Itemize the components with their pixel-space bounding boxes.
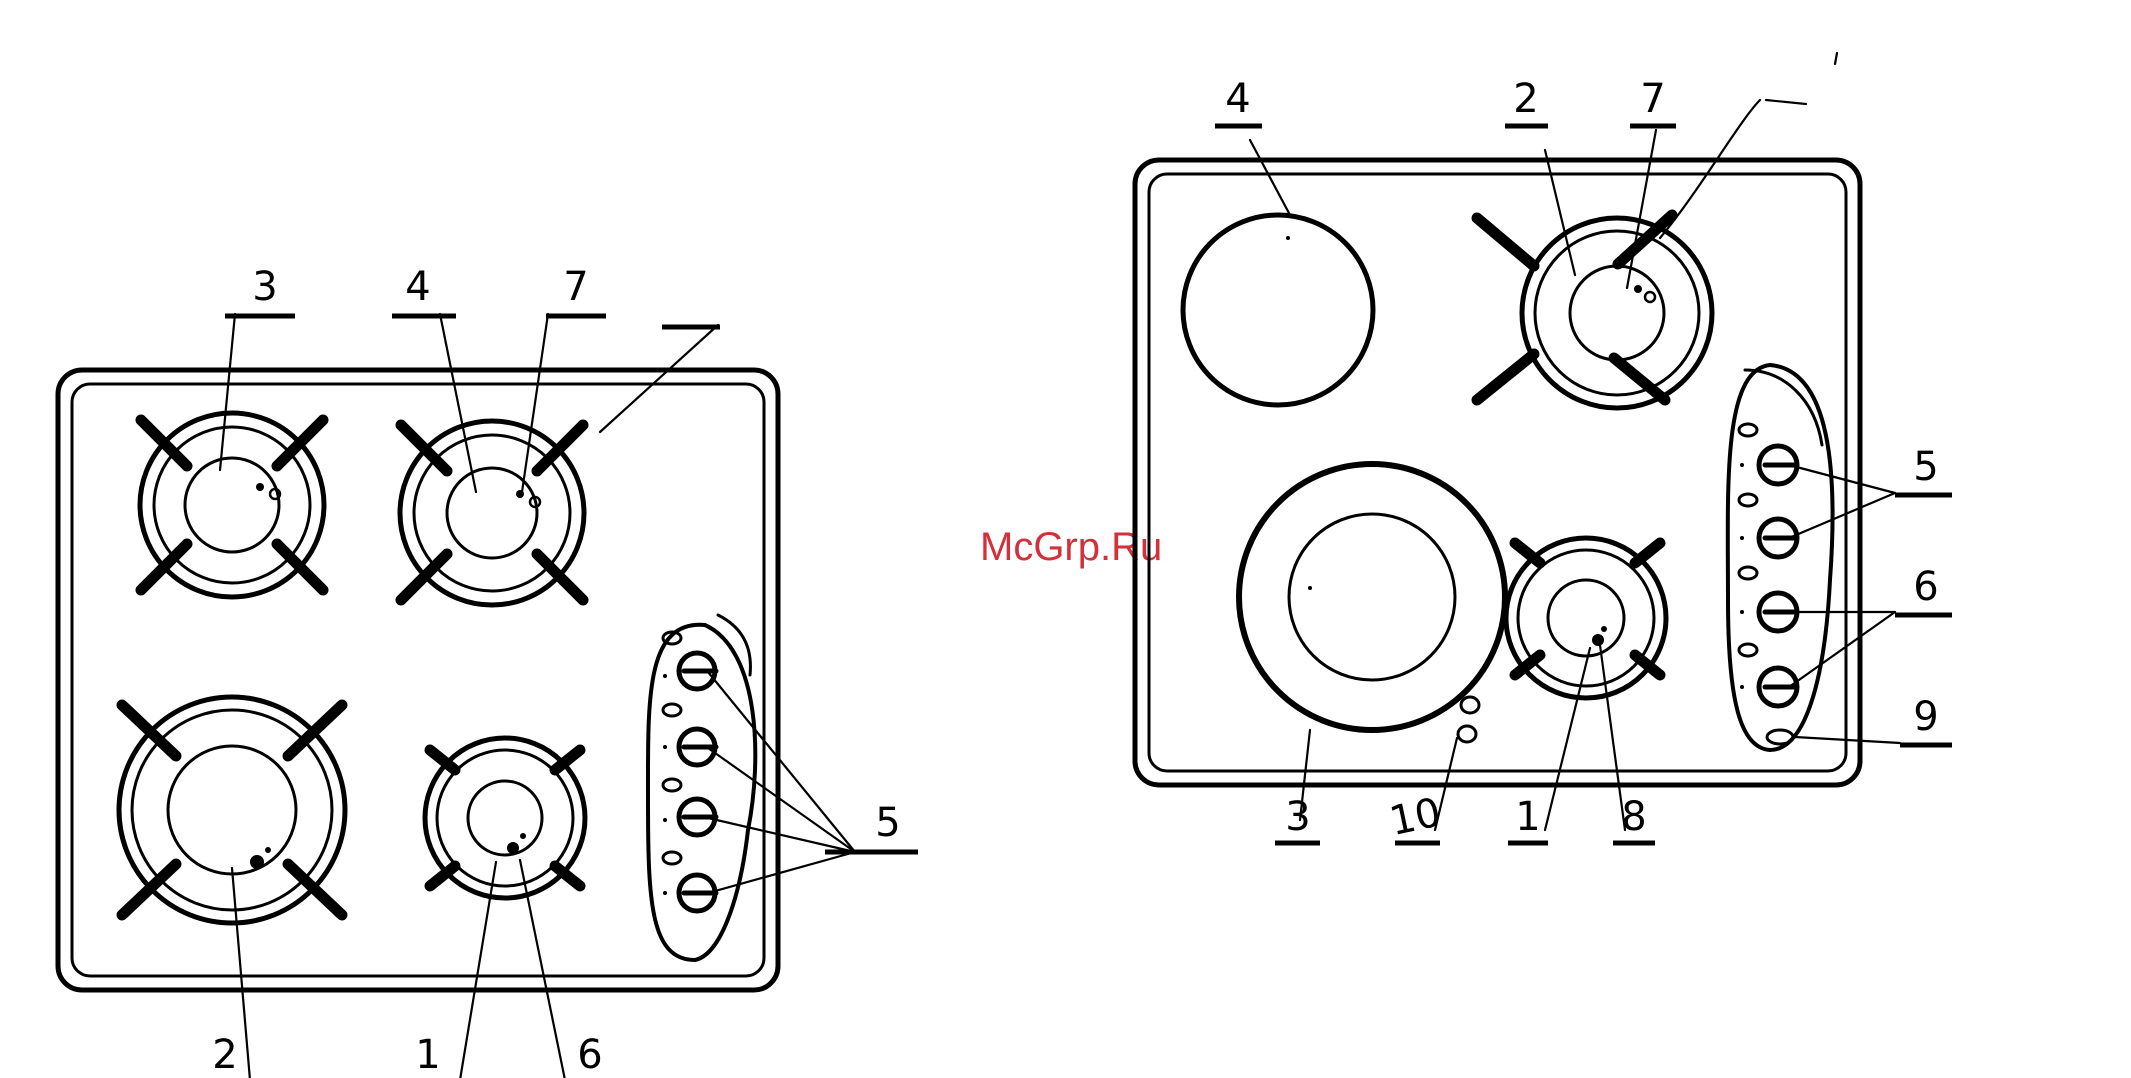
left-burner-bottom-left xyxy=(119,697,345,923)
left-burner-top-right xyxy=(400,421,584,605)
left-control-panel xyxy=(648,615,755,960)
left-knob-2[interactable] xyxy=(663,704,716,765)
right-hob-outer-frame xyxy=(1135,160,1860,785)
right-thermocouple-top xyxy=(1634,285,1642,293)
right-hob-inner-frame xyxy=(1149,174,1846,771)
left-igniter-bottom-right xyxy=(520,833,526,839)
callout-right-10: 10 xyxy=(1386,789,1445,845)
left-knob-1[interactable] xyxy=(663,632,716,689)
left-hob-inner-frame xyxy=(72,384,764,976)
left-callouts: 3 4 7 5 2 1 6 xyxy=(198,264,918,1078)
callout-right-8: 8 xyxy=(1621,794,1646,840)
right-igniter-bottom xyxy=(1601,626,1607,632)
left-thermocouple-bottom-left xyxy=(250,855,264,869)
callout-left-5: 5 xyxy=(875,800,900,846)
left-hob: 3 4 7 5 2 1 6 xyxy=(58,264,918,1078)
callout-right-9: 9 xyxy=(1913,694,1938,740)
left-thermocouple-bottom-right xyxy=(507,842,519,854)
left-burner-top-left xyxy=(140,413,324,597)
right-burner-top xyxy=(1477,215,1712,408)
callout-right-4: 4 xyxy=(1225,76,1250,122)
callout-right-5: 5 xyxy=(1913,444,1938,490)
callout-right-6: 6 xyxy=(1913,564,1938,610)
callout-right-2: 2 xyxy=(1513,76,1538,122)
right-indicator-lamps xyxy=(1458,697,1479,742)
callout-right-3: 3 xyxy=(1285,794,1310,840)
right-leaders xyxy=(1250,53,1900,830)
callout-right-1: 1 xyxy=(1515,794,1540,840)
right-hotplate-large xyxy=(1239,464,1505,730)
right-knob-1[interactable] xyxy=(1739,424,1797,484)
callout-right-7: 7 xyxy=(1640,76,1665,122)
right-ignition-button[interactable] xyxy=(1767,730,1793,744)
callout-left-4: 4 xyxy=(405,264,430,310)
right-knob-4[interactable] xyxy=(1739,644,1797,706)
callout-left-1: 1 xyxy=(415,1032,440,1078)
right-hotplate-small xyxy=(1183,215,1373,405)
right-control-panel xyxy=(1728,365,1833,750)
left-igniter-bottom-left xyxy=(265,847,271,853)
callout-left-6: 6 xyxy=(577,1032,602,1078)
right-igniter-top xyxy=(1645,292,1655,302)
left-knob-3[interactable] xyxy=(663,779,716,835)
right-knob-2[interactable] xyxy=(1739,494,1797,557)
left-thermocouple-top-left xyxy=(256,483,264,491)
right-callouts: 4 2 7 5 6 9 3 10 1 8 xyxy=(1215,76,1952,845)
callout-left-2: 2 xyxy=(212,1032,237,1078)
right-burner-bottom xyxy=(1506,538,1666,698)
right-knob-3[interactable] xyxy=(1739,567,1797,631)
left-burner-bottom-right xyxy=(425,738,585,898)
callout-left-7: 7 xyxy=(563,264,588,310)
left-knob-4[interactable] xyxy=(663,852,716,911)
right-thermocouple-bottom xyxy=(1592,634,1604,646)
callout-left-3: 3 xyxy=(252,264,277,310)
right-hob: 4 2 7 5 6 9 3 10 1 8 xyxy=(1135,53,1952,845)
